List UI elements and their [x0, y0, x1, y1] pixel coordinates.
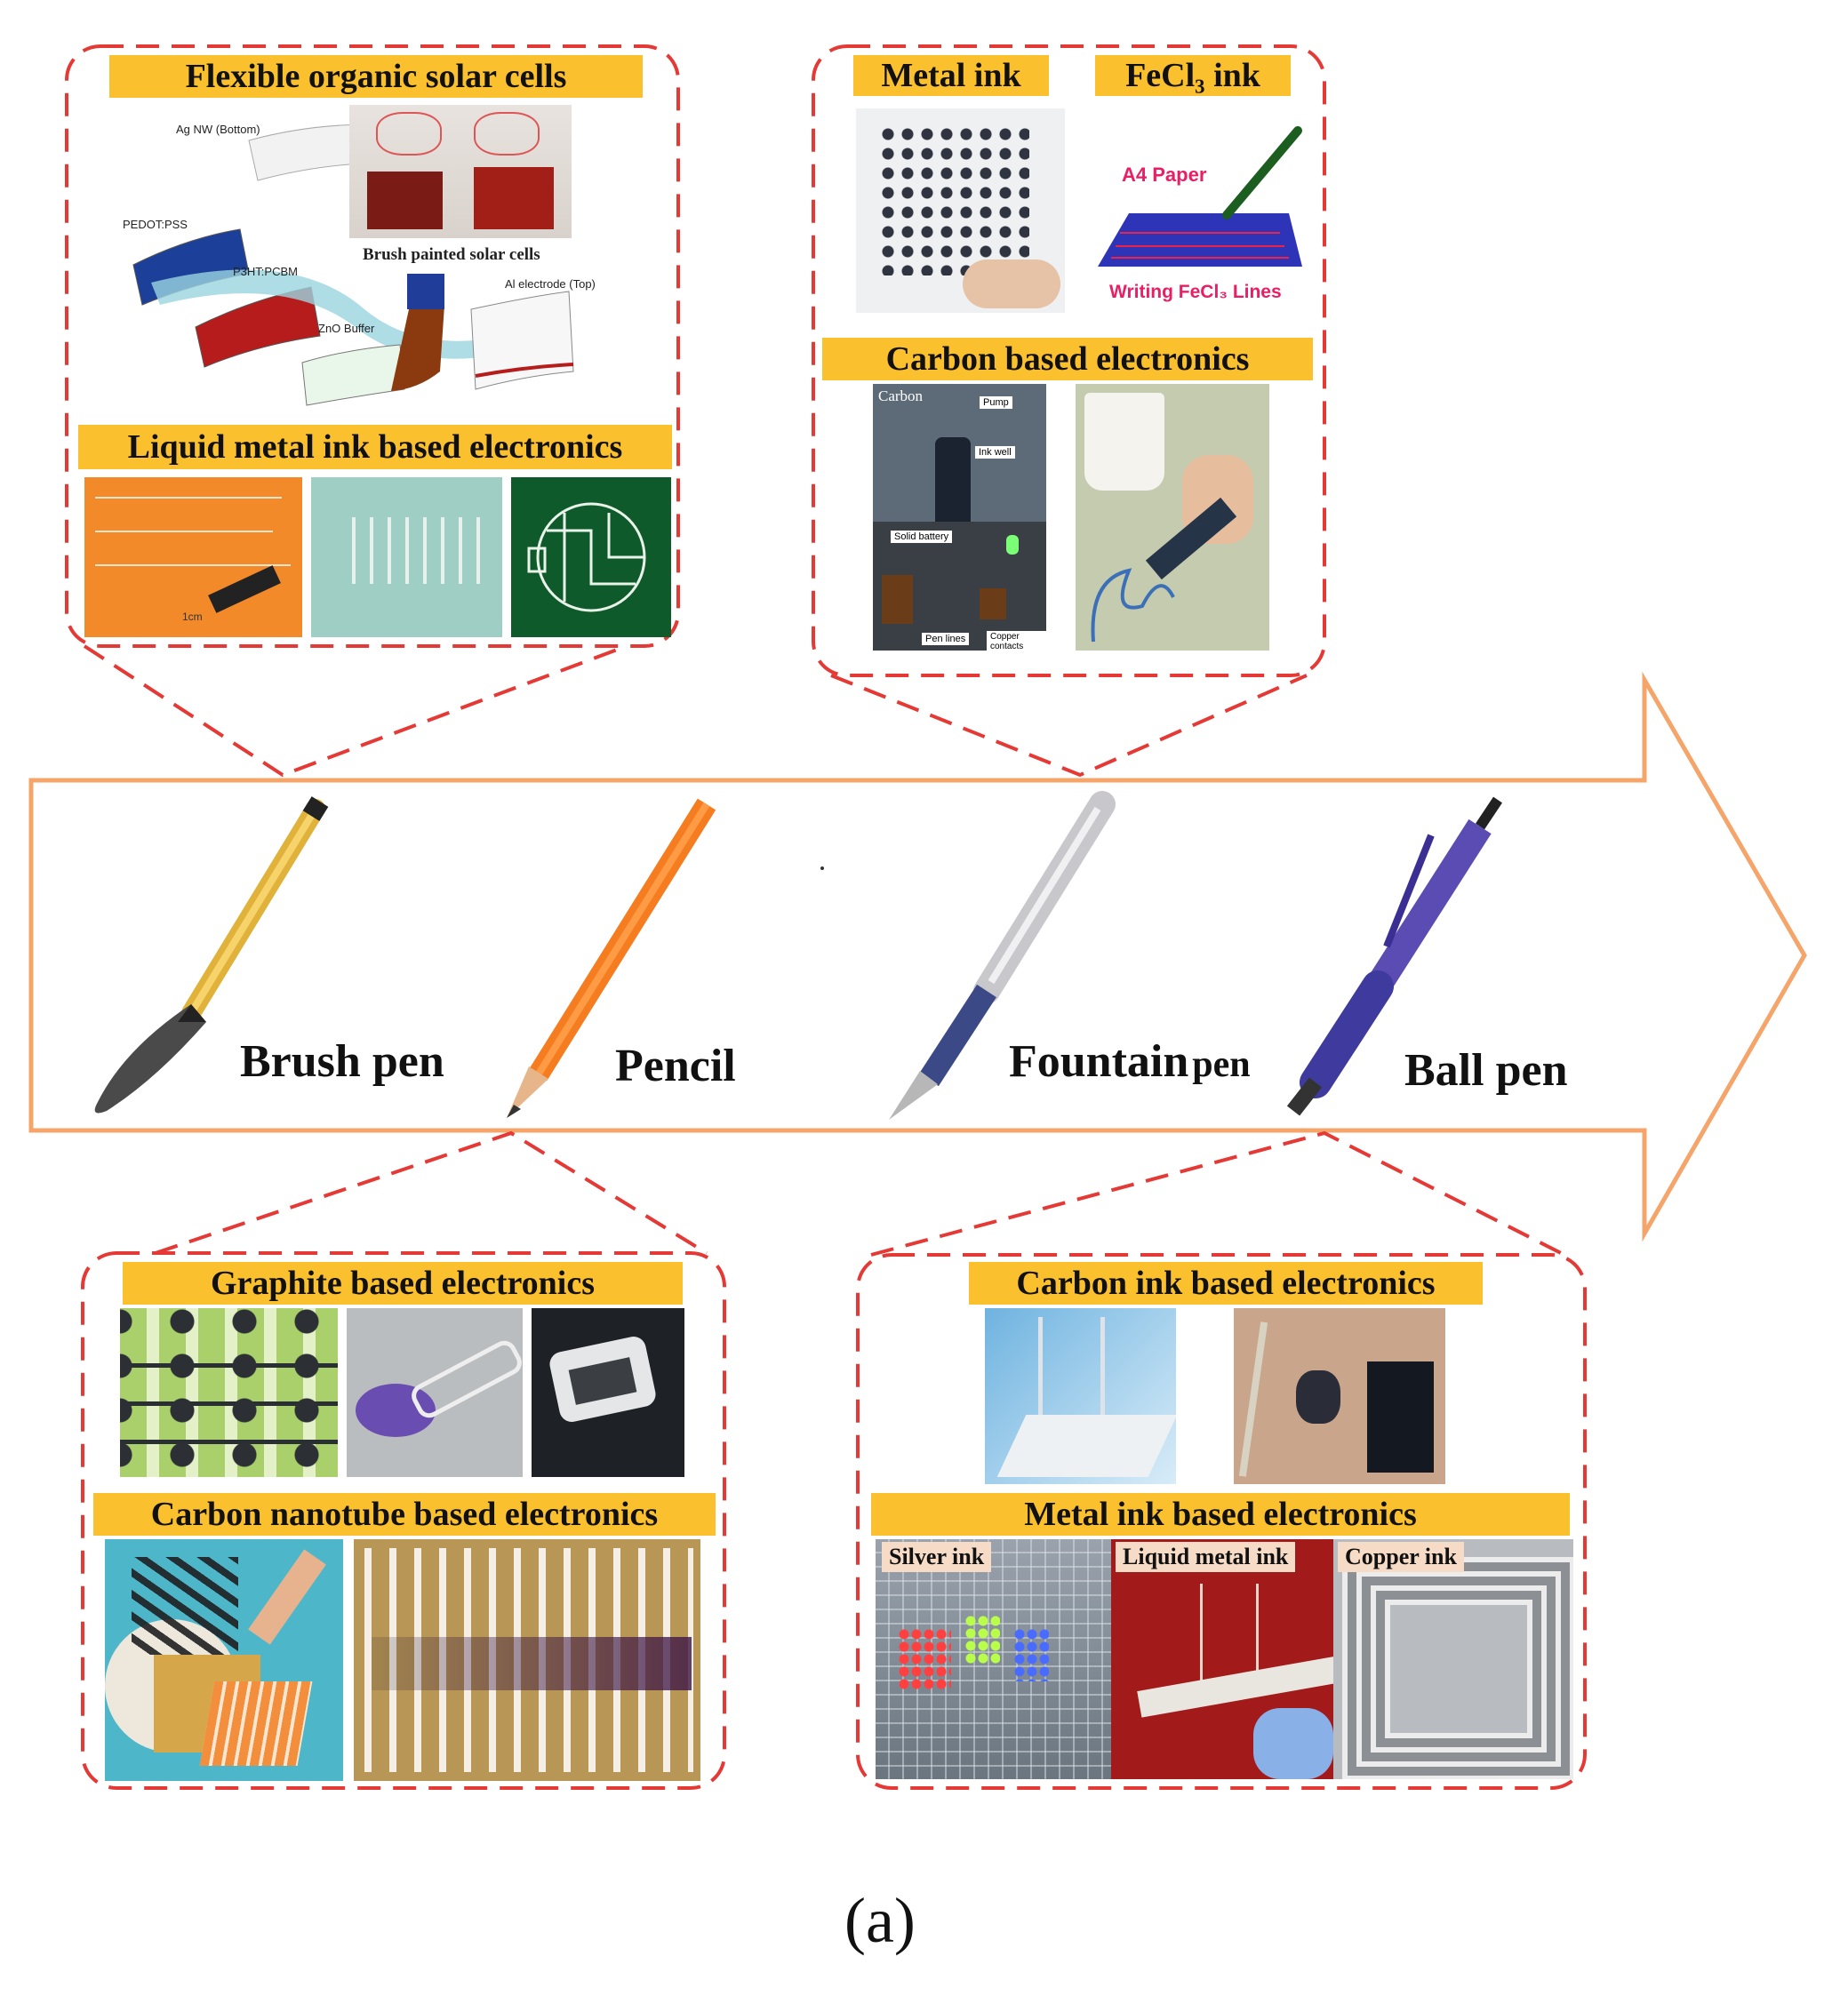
cnt-electronics-title: Carbon nanotube based electronics [93, 1493, 716, 1536]
pen-label-fountain-word: Fountain [1009, 1036, 1189, 1087]
ball-pen-icon [1286, 796, 1502, 1116]
brush-panel-border [65, 44, 680, 648]
layer-label-agnw: Ag NW (Bottom) [176, 123, 260, 136]
timeline-arrow [28, 671, 1807, 1242]
writing-lines-label: Writing FeCl₃ Lines [1109, 282, 1282, 302]
tag-pump: Pump [980, 396, 1012, 409]
flexible-solar-cells-title: Flexible organic solar cells [109, 55, 643, 98]
carbon-writing-photo [1076, 384, 1269, 651]
circuit-pattern [527, 502, 646, 612]
graphite-photo-1 [120, 1308, 338, 1477]
tag-pen-lines: Pen lines [922, 633, 970, 645]
carbon-script-squiggle [1091, 568, 1175, 643]
pencil-connector [155, 1130, 708, 1255]
layer-label-pedot: PEDOT:PSS [123, 218, 188, 231]
layer-label-p3ht: P3HT:PCBM [233, 265, 298, 278]
graphite-photo-3 [532, 1308, 684, 1477]
liquid-metal-photo-2 [311, 477, 502, 637]
brush-pen-icon [94, 796, 329, 1114]
fecl3-ink-title: FeCl₃ ink [1095, 55, 1291, 96]
silver-ink-photo [876, 1539, 1111, 1779]
tag-ink-well: Ink well [975, 446, 1015, 459]
fountain-pen-icon [889, 791, 1116, 1120]
brush-painted-photo [349, 105, 572, 238]
liquid-metal-ink-photo [1111, 1539, 1333, 1779]
layer-label-zno: ZnO Buffer [318, 322, 375, 335]
fecl3-photo: A4 Paper Writing FeCl₃ Lines [1093, 108, 1307, 313]
graphite-electronics-title: Graphite based electronics [123, 1262, 683, 1305]
carbon-ink-photo-1 [985, 1308, 1176, 1484]
carbon-ink-photo-2 [1234, 1308, 1445, 1484]
figure-label: (a) [844, 1885, 916, 1956]
liquid-metal-scale: 1cm [182, 611, 203, 623]
pencil-panel-border [81, 1251, 726, 1790]
metal-ink-title: Metal ink [853, 55, 1049, 96]
pen-label-brush: Brush pen [240, 1036, 444, 1087]
ballpen-panel-border [856, 1253, 1587, 1790]
pencil-icon [507, 798, 716, 1118]
graphite-photo-2 [347, 1308, 523, 1477]
silver-ink-tag: Silver ink [882, 1542, 992, 1572]
brush-painted-caption: Brush painted solar cells [363, 245, 540, 264]
liquid-metal-photo-3 [511, 477, 671, 637]
liquid-metal-ink-title: Liquid metal ink based electronics [78, 425, 672, 469]
fountain-connector [830, 674, 1308, 778]
liquid-metal-photo-1: 1cm [84, 477, 302, 637]
carbon-pump-photo: Carbon Pump Ink well Solid battery Pen l… [873, 384, 1046, 651]
fountain-panel-border [812, 44, 1326, 677]
pen-label-pen-word: pen [1192, 1044, 1251, 1085]
copper-ink-tag: Copper ink [1338, 1542, 1464, 1572]
a4-paper-label: A4 Paper [1122, 164, 1207, 186]
liquid-metal-ink-tag: Liquid metal ink [1116, 1542, 1296, 1572]
pen-label-fountain: Fountain pen [1009, 1035, 1251, 1088]
fecl3-paper-sketch [1098, 126, 1302, 267]
tag-solid-battery: Solid battery [891, 531, 953, 543]
tag-copper-contacts: Copper contacts [987, 631, 1046, 651]
layer-label-al: Al electrode (Top) [505, 277, 596, 291]
brush-connector [83, 644, 628, 778]
cnt-photo-2 [354, 1539, 700, 1781]
pen-label-pencil: Pencil [615, 1041, 736, 1091]
metal-ink-photo [856, 108, 1065, 313]
copper-ink-photo [1333, 1539, 1573, 1779]
carbon-electronics-title: Carbon based electronics [822, 338, 1313, 380]
cnt-photo-1 [105, 1539, 343, 1781]
carbon-ink-electronics-title: Carbon ink based electronics [969, 1262, 1483, 1305]
pen-label-ballpen: Ball pen [1404, 1045, 1568, 1096]
metal-ink-electronics-title: Metal ink based electronics [871, 1493, 1570, 1536]
carbon-word: Carbon [878, 387, 924, 404]
ballpen-connector [870, 1130, 1565, 1257]
